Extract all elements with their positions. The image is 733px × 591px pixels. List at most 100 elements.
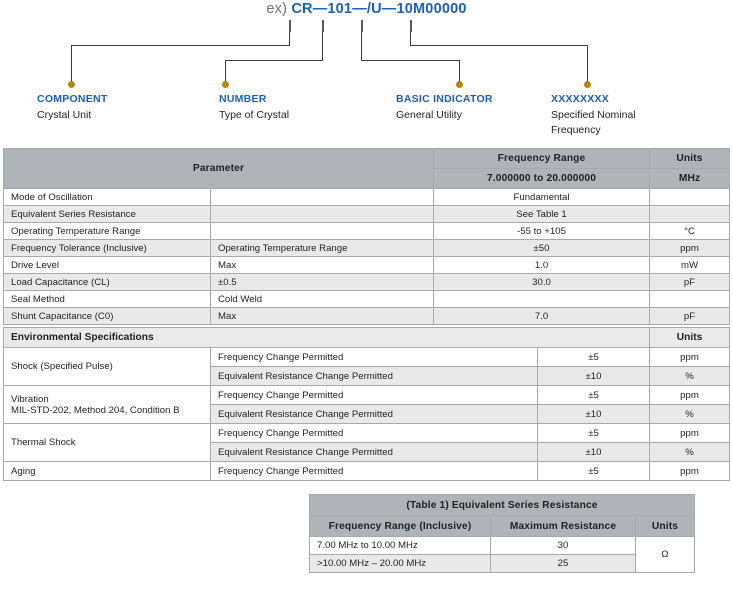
row-condition bbox=[209, 188, 435, 206]
leader-4-bridge bbox=[410, 45, 588, 46]
callout-2-key: NUMBER bbox=[219, 93, 267, 105]
row-units: % bbox=[649, 442, 731, 462]
row-condition: ±0.5 bbox=[209, 273, 435, 291]
row-test: Frequency Change Permitted bbox=[210, 423, 538, 443]
callout-4-desc: Specified Nominal Frequency bbox=[551, 109, 636, 136]
row-units bbox=[649, 188, 731, 206]
group-name: Vibration MIL-STD-202, Method 204, Condi… bbox=[3, 385, 211, 424]
table-subheader-row: 7.000000 to 20.000000 MHz bbox=[4, 168, 731, 189]
row-units: ppm bbox=[649, 461, 731, 481]
callout-2-desc: Type of Crystal bbox=[219, 109, 290, 121]
leader-4-drop bbox=[587, 45, 588, 83]
row-units: ppm bbox=[649, 239, 731, 257]
leader-3-stem bbox=[361, 31, 362, 60]
leader-4-stem bbox=[410, 31, 411, 45]
row-parameter: Operating Temperature Range bbox=[3, 222, 211, 240]
esr-title: (Table 1) Equivalent Series Resistance bbox=[309, 494, 695, 516]
table-row: Frequency Tolerance (Inclusive) Operatin… bbox=[3, 239, 731, 257]
table-row: Vibration MIL-STD-202, Method 204, Condi… bbox=[3, 385, 731, 424]
table-row: Equivalent Series Resistance See Table 1 bbox=[3, 205, 731, 223]
row-value: -55 to +105 bbox=[433, 222, 651, 240]
row-condition bbox=[209, 205, 435, 223]
callout-1-key: COMPONENT bbox=[37, 93, 108, 105]
group-name-line2: MIL-STD-202, Method 204, Condition B bbox=[11, 404, 180, 416]
row-units: % bbox=[649, 404, 731, 424]
row-value: 7.0 bbox=[433, 307, 651, 325]
segment-tick-4 bbox=[410, 20, 412, 32]
row-test: Frequency Change Permitted bbox=[210, 461, 538, 481]
row-units: pF bbox=[649, 273, 731, 291]
row-test: Frequency Change Permitted bbox=[210, 347, 538, 367]
row-parameter: Seal Method bbox=[3, 290, 211, 308]
segment-tick-2 bbox=[322, 20, 324, 32]
table-row: Seal Method Cold Weld bbox=[3, 290, 731, 308]
callout-4-key: XXXXXXXX bbox=[551, 93, 610, 105]
header-parameter: Parameter bbox=[2, 148, 435, 189]
leader-3-drop bbox=[459, 60, 460, 83]
row-units: % bbox=[649, 366, 731, 386]
segment-tick-3 bbox=[361, 20, 363, 32]
row-value: ±5 bbox=[536, 385, 651, 405]
row-value: Fundamental bbox=[433, 188, 651, 206]
header-frequency-range: Frequency Range (Inclusive) bbox=[309, 515, 491, 537]
table-row: Equivalent Resistance Change Permitted ±… bbox=[4, 442, 731, 462]
row-parameter: Drive Level bbox=[3, 256, 211, 274]
row-frequency-range: >10.00 MHz – 20.00 MHz bbox=[309, 554, 491, 573]
group-name-line1: Vibration bbox=[11, 393, 49, 405]
row-condition: Operating Temperature Range bbox=[209, 239, 435, 257]
callout-3-desc: General Utility bbox=[396, 109, 462, 121]
row-units bbox=[649, 290, 731, 308]
row-value: ±5 bbox=[536, 461, 651, 481]
row-resistance: 30 bbox=[490, 536, 636, 555]
row-units bbox=[649, 205, 731, 223]
part-number-example: ex) CR—101—/U—10M00000 bbox=[0, 1, 733, 17]
row-units: pF bbox=[649, 307, 731, 325]
table-row: 7.00 MHz to 10.00 MHz 30 Ω bbox=[309, 536, 695, 573]
callout-1-desc: Crystal Unit bbox=[37, 109, 92, 121]
row-units: ppm bbox=[649, 423, 731, 443]
table-row: Operating Temperature Range -55 to +105 … bbox=[3, 222, 731, 240]
table-header-row: Frequency Range (Inclusive) Maximum Resi… bbox=[309, 515, 695, 537]
row-units: mW bbox=[649, 256, 731, 274]
row-condition: Max bbox=[209, 256, 435, 274]
parameter-table: Parameter Frequency Range Units 7.000000… bbox=[2, 148, 731, 325]
table-row: Aging Frequency Change Permitted ±5 ppm bbox=[3, 461, 731, 481]
leader-1-bridge bbox=[71, 45, 290, 46]
part-number-diagram: ex) CR—101—/U—10M00000 COMPONENT Crystal… bbox=[0, 0, 733, 145]
row-parameter: Shunt Capacitance (C0) bbox=[3, 307, 211, 325]
row-condition: Max bbox=[209, 307, 435, 325]
header-units-value: MHz bbox=[649, 168, 731, 189]
row-frequency-range: 7.00 MHz to 10.00 MHz bbox=[309, 536, 491, 555]
callout-dot-3 bbox=[456, 81, 463, 88]
leader-2-drop bbox=[225, 60, 226, 83]
table-row: Shock (Specified Pulse) Frequency Change… bbox=[3, 347, 731, 386]
leader-2-stem bbox=[322, 31, 323, 60]
table-row: Load Capacitance (CL) ±0.5 30.0 pF bbox=[3, 273, 731, 291]
row-value: ±10 bbox=[536, 404, 651, 424]
row-value: See Table 1 bbox=[433, 205, 651, 223]
group-name: Shock (Specified Pulse) bbox=[3, 347, 211, 386]
part-number-code: CR—101—/U—10M00000 bbox=[291, 1, 467, 17]
row-units: Ω bbox=[635, 536, 695, 573]
row-value: ±5 bbox=[536, 423, 651, 443]
leader-1-drop bbox=[71, 45, 72, 83]
header-frequency-range: Frequency Range bbox=[433, 148, 651, 169]
table-row: Thermal Shock Frequency Change Permitted… bbox=[3, 423, 731, 462]
header-units: Units bbox=[649, 327, 731, 348]
group-name: Aging bbox=[3, 461, 211, 481]
row-value: ±50 bbox=[433, 239, 651, 257]
row-value: ±10 bbox=[536, 366, 651, 386]
table-header-row: Environmental Specifications Units bbox=[2, 327, 731, 348]
leader-2-bridge bbox=[225, 60, 323, 61]
row-parameter: Equivalent Series Resistance bbox=[3, 205, 211, 223]
callout-dot-2 bbox=[222, 81, 229, 88]
callout-4: XXXXXXXX Specified Nominal Frequency bbox=[551, 92, 656, 137]
environmental-specifications-table: Environmental Specifications Units Shock… bbox=[2, 327, 731, 481]
header-environmental-title: Environmental Specifications bbox=[2, 327, 651, 348]
row-value: 30.0 bbox=[433, 273, 651, 291]
callout-3-key: BASIC INDICATOR bbox=[396, 93, 493, 105]
header-max-resistance: Maximum Resistance bbox=[490, 515, 636, 537]
table-row: Drive Level Max 1.0 mW bbox=[3, 256, 731, 274]
callout-3: BASIC INDICATOR General Utility bbox=[396, 92, 566, 123]
row-test: Equivalent Resistance Change Permitted bbox=[210, 442, 538, 462]
